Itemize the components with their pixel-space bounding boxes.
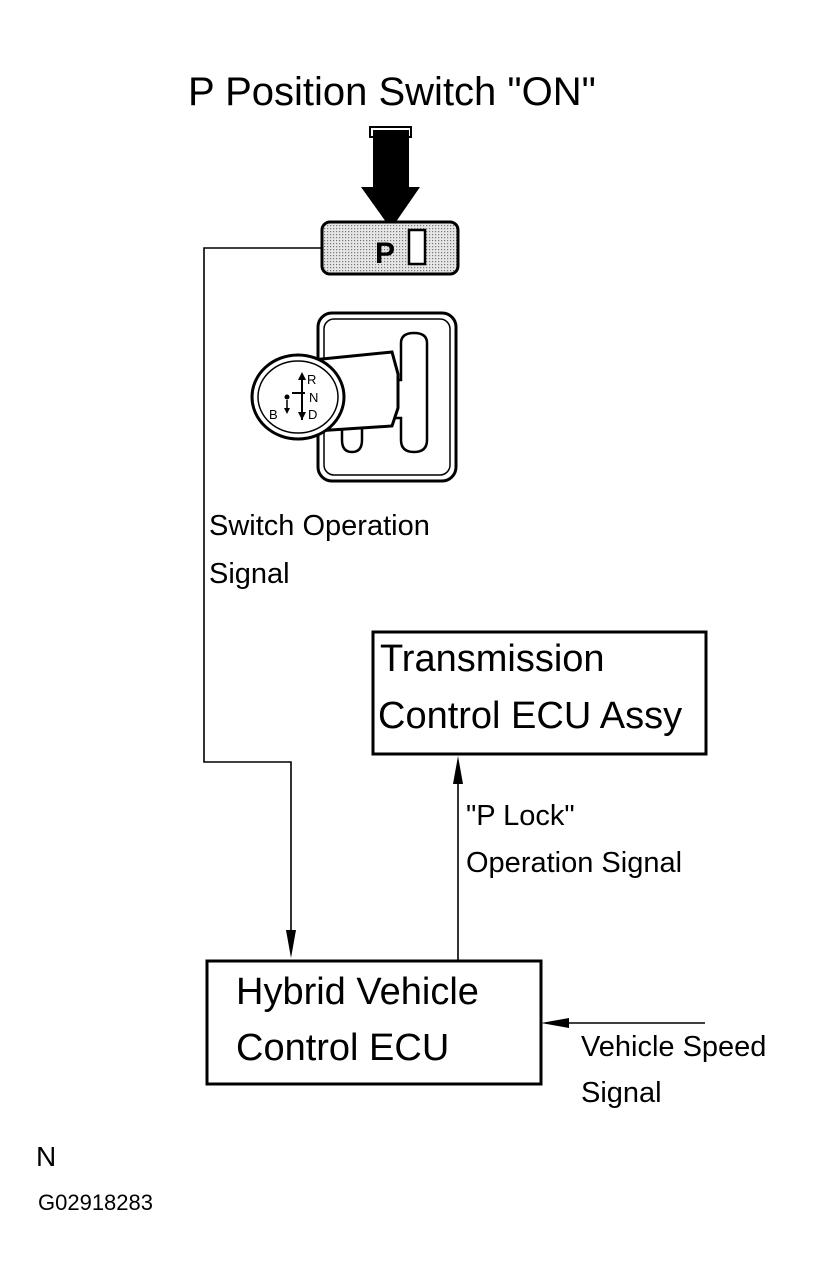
vehicle-speed-signal-label-1: Vehicle Speed xyxy=(581,1031,767,1063)
hybrid-ecu-box xyxy=(205,959,543,1086)
p-lock-signal-label-2: Operation Signal xyxy=(466,847,683,879)
p-lock-signal-line xyxy=(453,756,463,961)
footer-mark: N xyxy=(36,1141,57,1172)
vehicle-speed-signal-label-2: Signal xyxy=(581,1077,662,1109)
p-lock-signal-label-1: "P Lock" xyxy=(466,800,575,832)
hybrid-ecu-label-2: Control ECU xyxy=(236,1027,450,1069)
transmission-ecu-label-1: Transmission xyxy=(380,638,605,680)
figure-code: G02918283 xyxy=(38,1190,153,1215)
p-position-switch[interactable]: P xyxy=(320,220,460,276)
hybrid-ecu-label-1: Hybrid Vehicle xyxy=(236,971,479,1013)
p-switch-indicator xyxy=(407,228,427,266)
p-switch-letter: P xyxy=(375,237,395,270)
switch-operation-signal-label-2: Signal xyxy=(209,558,290,590)
transmission-ecu-box xyxy=(371,630,708,756)
shift-position-d: D xyxy=(308,407,317,422)
shift-position-r: R xyxy=(307,372,316,387)
transmission-ecu-label-2: Control ECU Assy xyxy=(378,695,683,737)
press-arrow-icon xyxy=(361,126,420,229)
shift-position-b: B xyxy=(269,407,278,422)
shift-lever-icon: R N D B xyxy=(250,311,458,483)
switch-operation-signal-label-1: Switch Operation xyxy=(209,510,430,542)
switch-operation-signal-line xyxy=(203,247,322,958)
vehicle-speed-signal-line xyxy=(541,1018,705,1028)
diagram-title: P Position Switch "ON" xyxy=(188,70,596,114)
shift-position-n: N xyxy=(309,390,318,405)
